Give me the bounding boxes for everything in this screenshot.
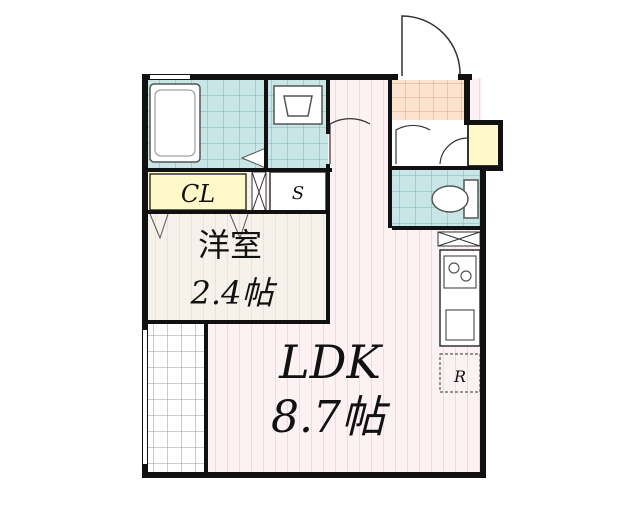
- burner-1: [448, 262, 460, 274]
- burner-2: [460, 270, 472, 282]
- ldk-label: LDK: [278, 335, 383, 389]
- ldk-size: 8.7帖: [271, 392, 391, 443]
- western-room-size: 2.4帖: [190, 274, 278, 312]
- bathtub: [149, 83, 201, 163]
- washbasin-bowl: [283, 95, 313, 117]
- western-room-label: 洋室: [198, 226, 262, 264]
- entrance-door: [401, 15, 461, 77]
- closet: [148, 172, 248, 212]
- washbasin: [273, 85, 323, 125]
- refrigerator-space: [439, 353, 481, 393]
- bathtub-inner: [154, 89, 196, 157]
- hall-door: [439, 137, 469, 165]
- stove: [443, 255, 477, 289]
- refrigerator-label: R: [453, 367, 466, 386]
- kitchen-sink: [445, 309, 475, 341]
- entrance-door-opening: [398, 70, 462, 80]
- entrance: [392, 78, 464, 120]
- shoe-storage: [269, 171, 327, 213]
- walls: [142, 74, 503, 478]
- entrance-hall: [392, 120, 468, 168]
- window-bath: [150, 75, 190, 79]
- entrance-shelf: [467, 123, 501, 167]
- balcony: [148, 322, 206, 472]
- closet-label: CL: [181, 180, 215, 208]
- shoe-storage-label: S: [292, 183, 304, 204]
- toilet-bowl: [431, 185, 469, 213]
- window-balcony: [143, 330, 147, 464]
- washroom-door: [329, 118, 371, 164]
- toilet-door: [395, 124, 431, 164]
- western-room-sliding-door: [149, 213, 249, 240]
